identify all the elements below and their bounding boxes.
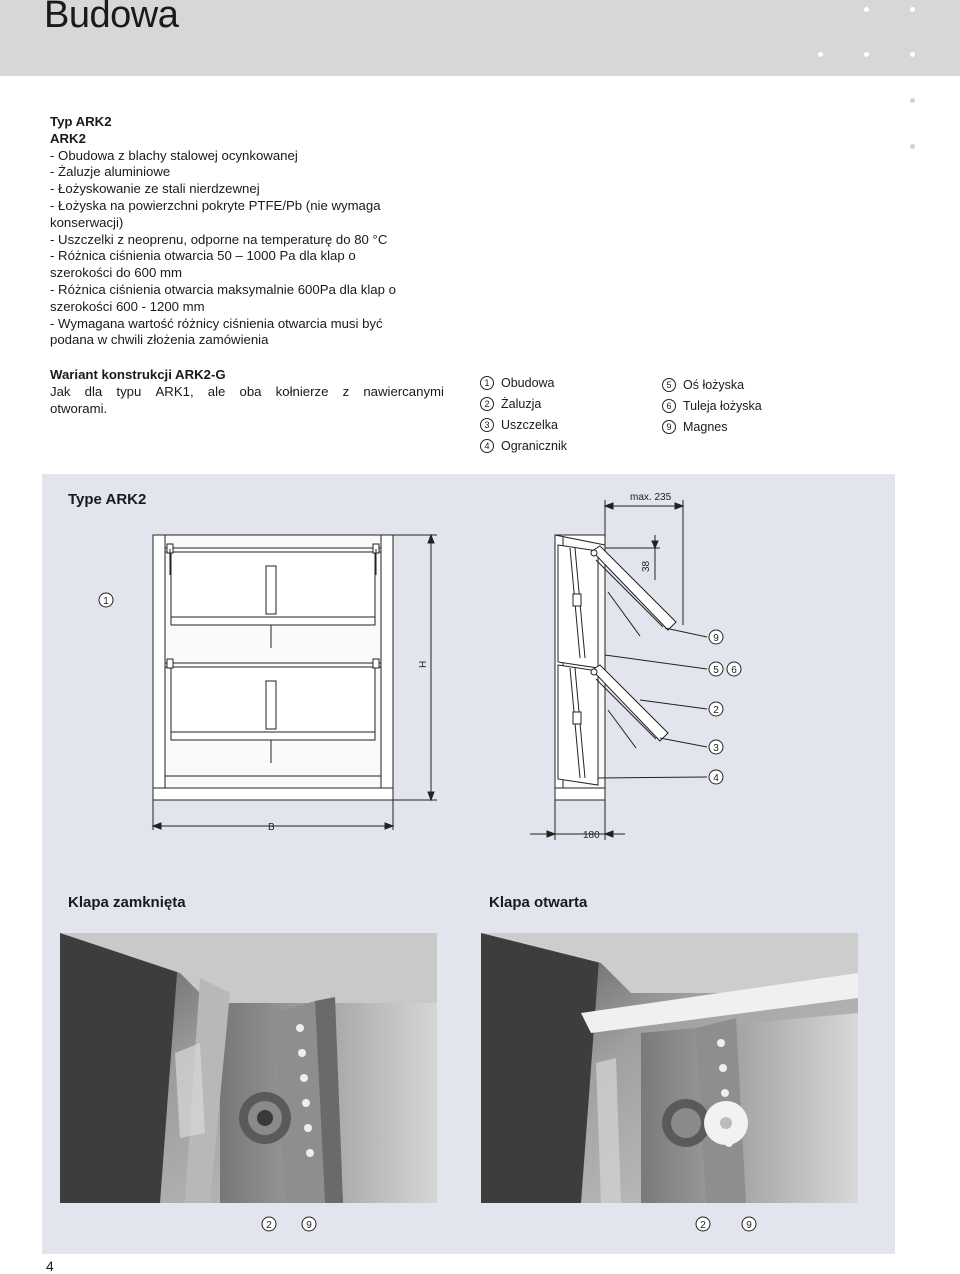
dimension-max: max. 235 (630, 492, 672, 503)
variant-word: ale (207, 384, 226, 399)
dimension-b: B (268, 822, 275, 833)
spec-line: - Łożyska na powierzchni pokryte PTFE/Pb… (50, 197, 381, 213)
dimension-180: 180 (583, 830, 600, 841)
callout-number: 1 (103, 596, 109, 607)
legend-label: Ogranicznik (501, 438, 567, 453)
callout-number: 4 (713, 773, 719, 784)
page-title: Budowa (44, 0, 179, 36)
variant-text-line: otworami. (50, 401, 108, 416)
open-photo-title: Klapa otwarta (489, 894, 588, 911)
spec-line: konserwacji) (50, 214, 124, 230)
description-block: Typ ARK2 ARK2 - Obudowa z blachy stalowe… (50, 114, 450, 349)
spec-line: - Różnica ciśnienia otwarcia maksymalnie… (50, 281, 396, 297)
legend-label: Tuleja łożyska (683, 398, 762, 413)
callout-number: 1 (480, 375, 494, 390)
callout-number: 2 (700, 1220, 706, 1231)
closed-photo-title: Klapa zamknięta (68, 894, 186, 911)
type-heading: Typ ARK2 (50, 114, 112, 129)
callout-number: 6 (731, 665, 737, 676)
legend-label: Żaluzja (501, 396, 542, 411)
callout-number: 5 (713, 665, 719, 676)
closed-damper-photo (60, 933, 437, 1203)
legend-item: 9 Magnes (662, 416, 762, 437)
spec-line: - Różnica ciśnienia otwarcia 50 – 1000 P… (50, 248, 356, 264)
legend-left: 1 Obudowa 2 Żaluzja 3 Uszczelka 4 Ograniczni… (480, 372, 567, 456)
callout-number: 4 (480, 438, 494, 453)
model-heading: ARK2 (50, 130, 86, 146)
legend-item: 1 Obudowa (480, 372, 567, 393)
side-view (554, 534, 677, 801)
variant-word: dla (84, 384, 103, 399)
callout-number: 3 (480, 417, 494, 432)
variant-word: ARK1, (155, 384, 194, 399)
page-number: 4 (46, 1258, 54, 1274)
legend-label: Obudowa (501, 375, 555, 390)
variant-word: oba (239, 384, 262, 399)
spec-line: szerokości do 600 mm (50, 265, 182, 281)
spec-line: - Uszczelki z neoprenu, odporne na tempe… (50, 231, 388, 247)
variant-block: Wariant konstrukcji ARK2-G Jak dla typu … (50, 366, 444, 417)
diagram-title: Type ARK2 (68, 491, 147, 508)
legend-item: 6 Tuleja łożyska (662, 395, 762, 416)
callout-number: 6 (662, 398, 676, 413)
spec-line: - Obudowa z blachy stalowej ocynkowanej (50, 147, 298, 163)
spec-line: - Łożyskowanie ze stali nierdzewnej (50, 181, 260, 197)
callout-number: 3 (713, 743, 719, 754)
variant-text-line: Jak dla typu ARK1, ale oba kołnierze z n… (50, 383, 444, 400)
variant-word: z (342, 384, 350, 399)
callout-number: 5 (662, 377, 676, 392)
callout-number: 9 (662, 419, 676, 434)
variant-heading: Wariant konstrukcji ARK2-G (50, 367, 226, 382)
callout-number: 2 (266, 1220, 272, 1231)
dimension-38: 38 (641, 560, 652, 572)
legend-label: Oś łożyska (683, 377, 745, 392)
spec-line: - Wymagana wartość różnicy ciśnienia otw… (50, 315, 383, 331)
technical-drawing: max. 235 38 H B 180 1 9 5 6 2 3 4 (98, 492, 742, 841)
callout-number: 9 (306, 1220, 312, 1231)
spec-line: szerokości 600 - 1200 mm (50, 298, 205, 314)
callout-number: 9 (746, 1220, 752, 1231)
legend-item: 5 Oś łożyska (662, 374, 762, 395)
header-band (0, 0, 960, 76)
legend-item: 2 Żaluzja (480, 393, 567, 414)
spec-line: - Żaluzje aluminiowe (50, 164, 171, 180)
front-view (152, 534, 394, 801)
legend-label: Uszczelka (501, 417, 558, 432)
open-damper-photo (481, 933, 858, 1203)
spec-line: podana w chwili złożenia zamówienia (50, 332, 269, 348)
callout-number: 9 (713, 633, 719, 644)
dimension-h: H (418, 661, 429, 668)
legend-label: Magnes (683, 419, 728, 434)
callout-number: 2 (480, 396, 494, 411)
legend-item: 3 Uszczelka (480, 414, 567, 435)
variant-word: nawiercanymi (363, 384, 444, 399)
legend-item: 4 Ogranicznik (480, 435, 567, 456)
legend-right: 5 Oś łożyska 6 Tuleja łożyska 9 Magnes (662, 374, 762, 437)
variant-word: kołnierze (275, 384, 329, 399)
variant-word: Jak (50, 384, 71, 399)
callout-number: 2 (713, 705, 719, 716)
variant-word: typu (116, 384, 142, 399)
